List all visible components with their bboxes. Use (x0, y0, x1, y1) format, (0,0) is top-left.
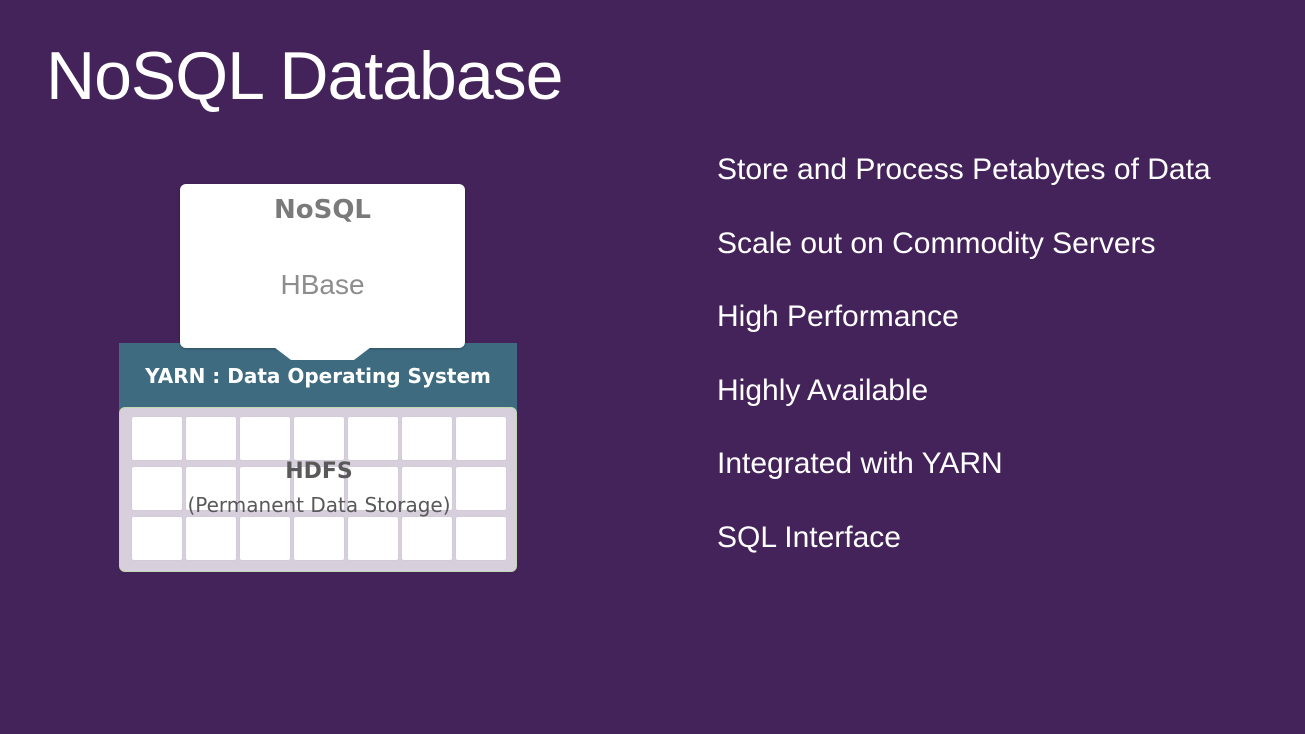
feature-item: High Performance (717, 300, 959, 333)
hdfs-subtitle: (Permanent Data Storage) (187, 493, 451, 517)
slide-title: NoSQL Database (46, 38, 563, 114)
feature-item: Store and Process Petabytes of Data (717, 153, 1211, 186)
hdfs-storage-block (402, 467, 452, 510)
feature-item: Integrated with YARN (717, 447, 1003, 480)
hdfs-storage-block (240, 517, 290, 560)
nosql-product-label: HBase (280, 269, 365, 300)
nosql-layer: NoSQL HBase (180, 184, 465, 348)
hdfs-storage-block (132, 467, 182, 510)
feature-item: SQL Interface (717, 520, 901, 554)
feature-item: Highly Available (717, 373, 929, 407)
hdfs-layer: HDFS (Permanent Data Storage) (119, 407, 517, 572)
nosql-heading: NoSQL (273, 195, 372, 225)
hdfs-storage-block (294, 467, 344, 510)
hdfs-storage-block (402, 517, 452, 560)
architecture-diagram: YARN : Data Operating System NoSQL HBase… (0, 0, 600, 734)
hdfs-storage-block (132, 517, 182, 560)
hdfs-storage-block (240, 417, 290, 460)
hdfs-storage-block (240, 467, 290, 510)
hdfs-storage-block (348, 467, 398, 510)
hdfs-storage-block (186, 467, 236, 510)
hdfs-storage-block (294, 517, 344, 560)
hdfs-storage-block (348, 517, 398, 560)
hdfs-storage-block (348, 417, 398, 460)
hdfs-storage-block (456, 467, 506, 510)
feature-list: Store and Process Petabytes of Data Scal… (717, 150, 1211, 591)
hdfs-storage-block (186, 417, 236, 460)
hdfs-storage-block (456, 417, 506, 460)
yarn-label: YARN : Data Operating System (145, 364, 491, 388)
hdfs-storage-grid (132, 417, 506, 560)
hdfs-storage-block (456, 517, 506, 560)
nosql-connector (270, 344, 375, 360)
hdfs-storage-block (294, 417, 344, 460)
hdfs-heading: HDFS (285, 459, 353, 484)
hdfs-storage-block (132, 417, 182, 460)
hdfs-storage-block (402, 417, 452, 460)
feature-item: Scale out on Commodity Servers (717, 226, 1156, 260)
hdfs-storage-block (186, 517, 236, 560)
